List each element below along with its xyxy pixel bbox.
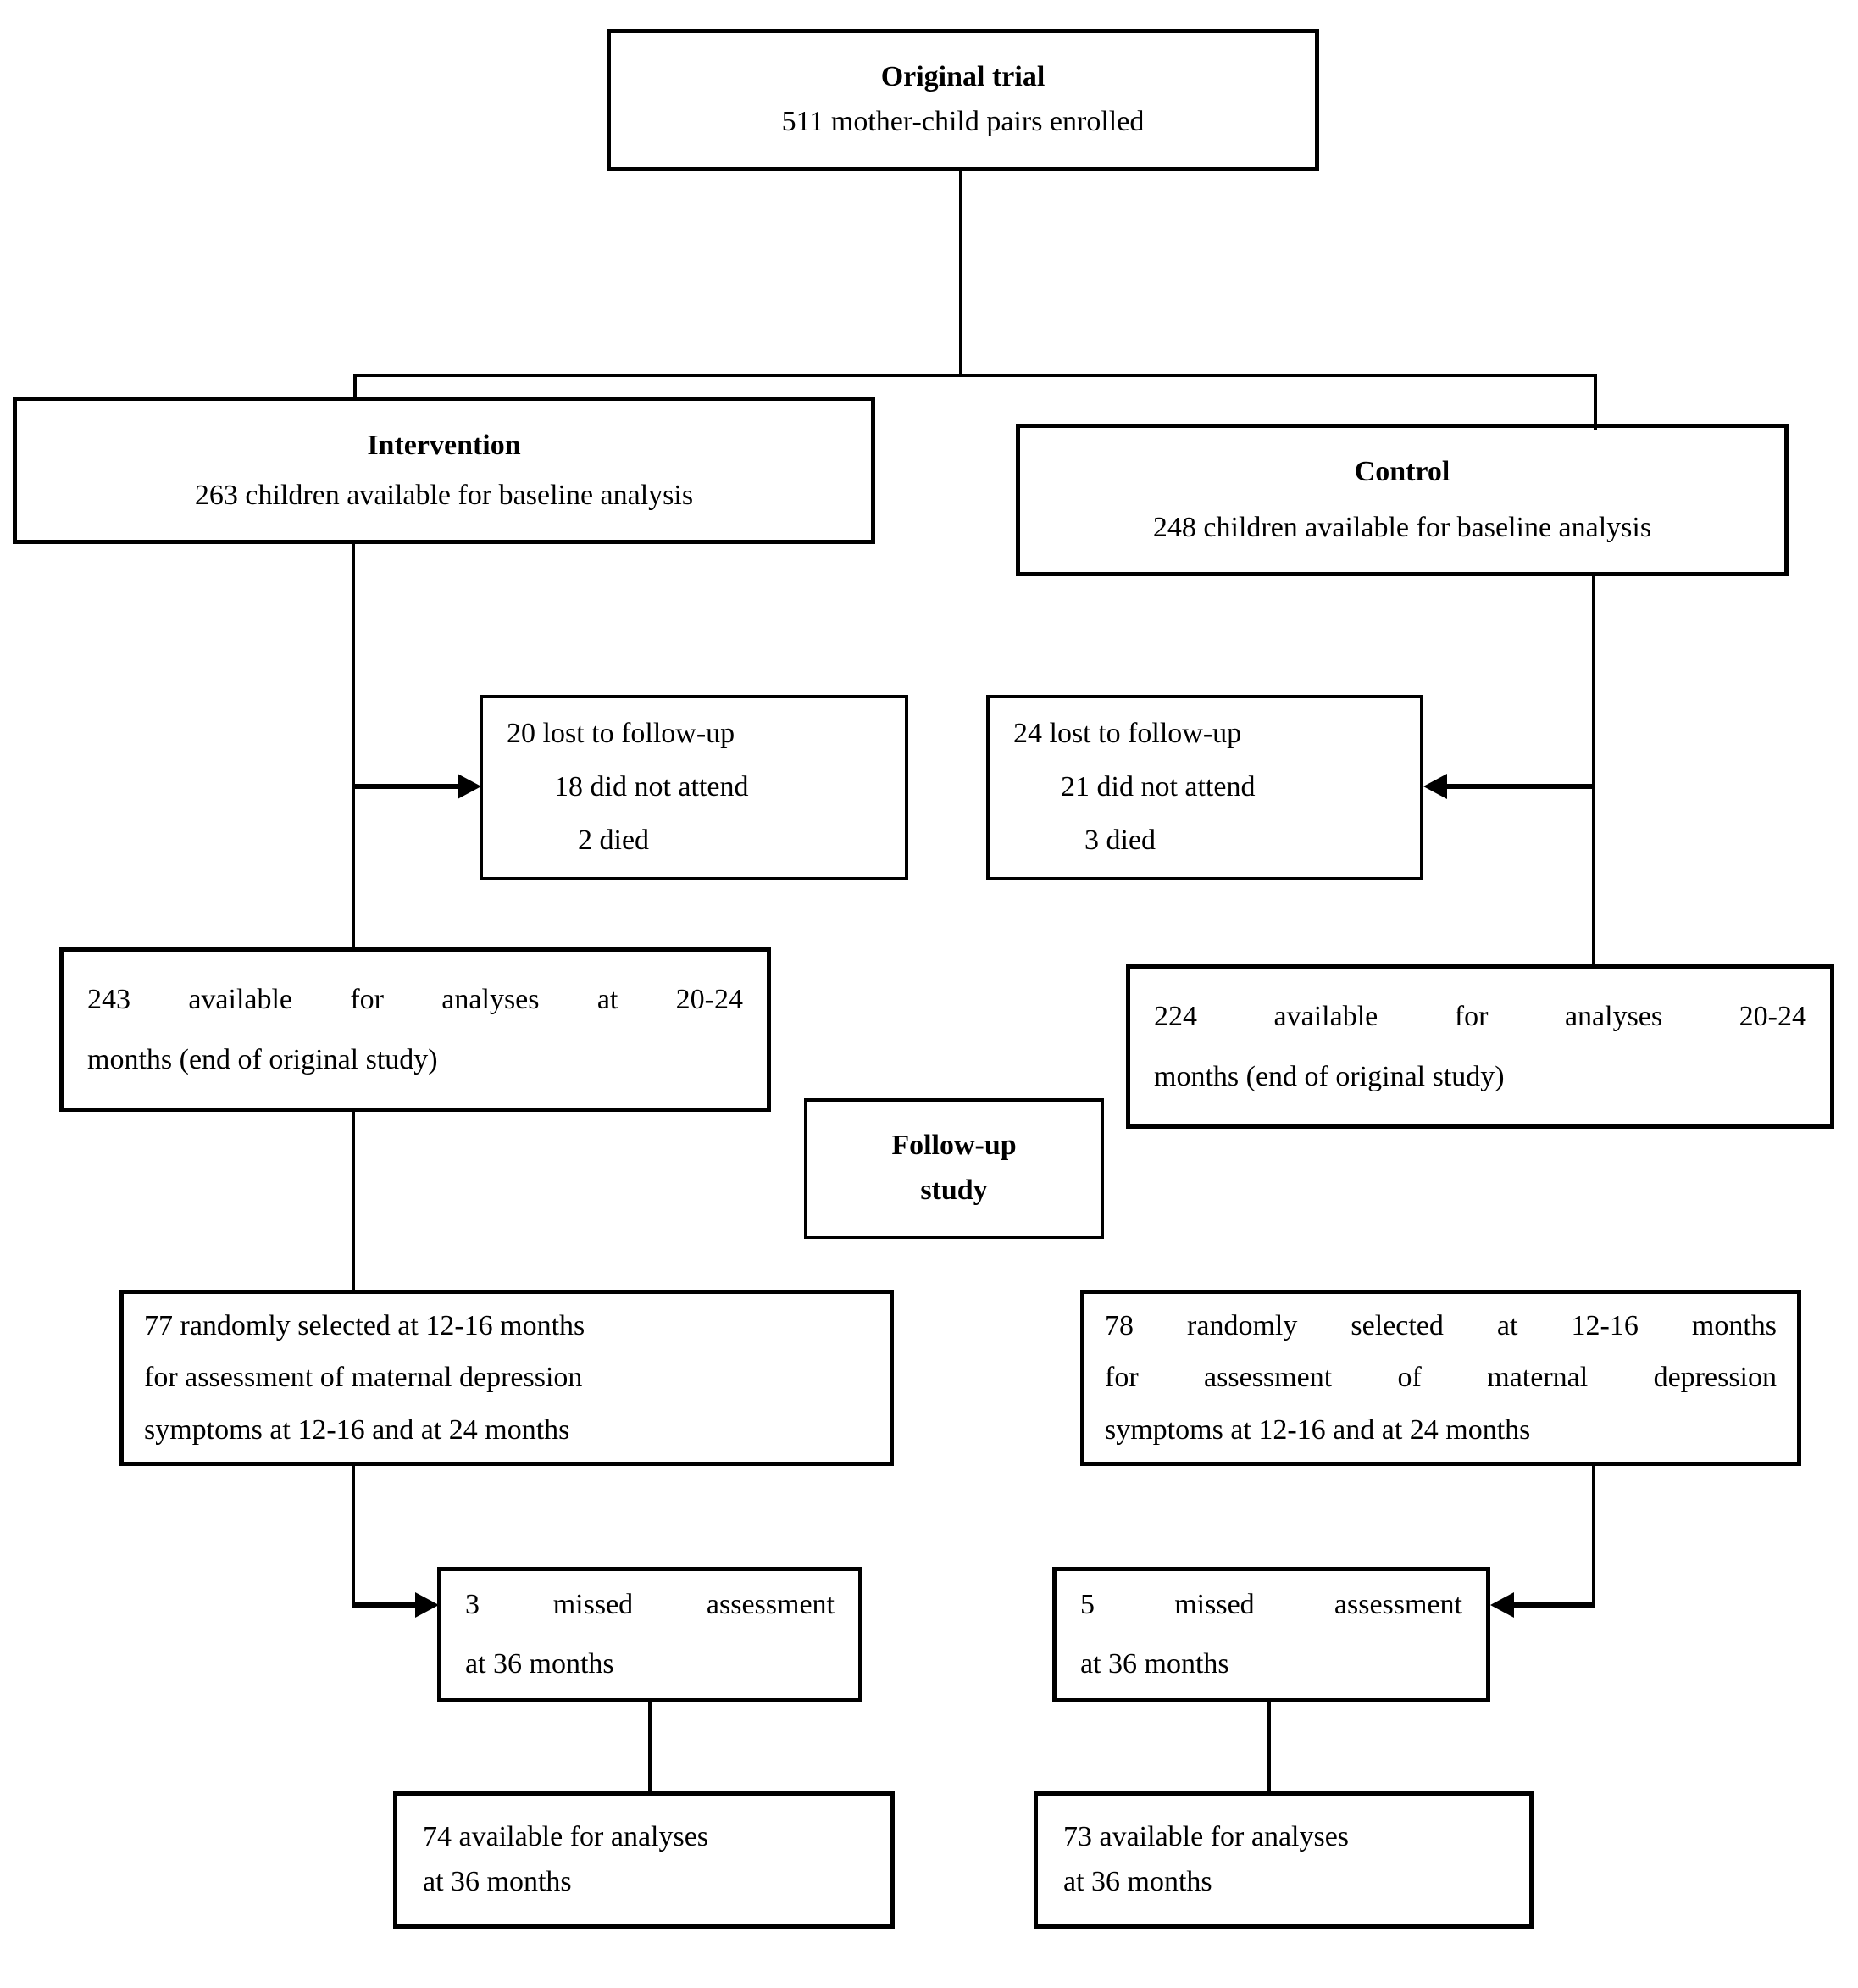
connector-intervention-to-selected [352,1112,355,1290]
final-line: at 36 months [1063,1866,1212,1897]
followup-label-line: Follow-up [891,1130,1017,1162]
final-line: at 36 months [423,1866,572,1897]
arrow-intervention-lost-shaft [353,784,459,789]
node-control-missed: 5 missed assessment at 36 months [1052,1567,1490,1702]
selected-line: symptoms at 12-16 and at 24 months [144,1413,570,1446]
selected-line: 77 randomly selected at 12-16 months [144,1310,585,1342]
node-intervention-missed: 3 missed assessment at 36 months [437,1567,862,1702]
lost-line: 2 died [578,824,650,856]
node-control-analyses-20-24: 224 available for analyses 20-24 months … [1126,964,1834,1129]
arrow-control-lost-shaft [1445,784,1594,789]
arrow-intervention-missed-head-icon [415,1592,439,1618]
connector-intervention-spine [352,544,355,947]
missed-line: at 36 months [465,1648,614,1680]
arrow-intervention-missed-shaft [353,1602,417,1608]
node-intervention-selected: 77 randomly selected at 12-16 months for… [119,1290,894,1466]
connector-top-vertical [959,171,962,375]
node-control-selected: 78 randomly selected at 12-16 months for… [1080,1290,1801,1466]
node-intervention-analyses-36: 74 available for analyses at 36 months [393,1791,895,1929]
connector-intervention-elbow-vertical [352,1466,355,1608]
node-intervention-baseline: Intervention 263 children available for … [13,397,875,544]
arrow-control-lost-head-icon [1423,774,1447,799]
node-intervention-analyses-20-24: 243 available for analyses at 20-24 mont… [59,947,771,1112]
node-control-lost: 24 lost to follow-up 21 did not attend 3… [986,695,1423,880]
connector-control-spine [1592,576,1595,964]
node-control-baseline: Control 248 children available for basel… [1016,424,1789,576]
connector-branch-drop-left [353,374,357,399]
node-control-analyses-36: 73 available for analyses at 36 months [1034,1791,1534,1929]
connector-control-to-final [1267,1702,1271,1791]
final-line: 74 available for analyses [423,1821,709,1853]
selected-line: for assessment of maternal depression [1105,1362,1777,1394]
node-intervention-lost: 20 lost to follow-up 18 did not attend 2… [480,695,908,880]
connector-branch-drop-right [1594,374,1597,430]
lost-line: 21 did not attend [1061,771,1256,803]
arrow-control-missed-head-icon [1490,1592,1514,1618]
missed-line: 5 missed assessment [1080,1589,1462,1621]
lost-line: 18 did not attend [554,771,749,803]
selected-line: 78 randomly selected at 12-16 months [1105,1310,1777,1342]
analyses-line: 243 available for analyses at 20-24 [87,983,743,1015]
selected-line: symptoms at 12-16 and at 24 months [1105,1413,1531,1446]
selected-line: for assessment of maternal depression [144,1362,583,1394]
connector-intervention-to-final [648,1702,652,1791]
node-followup-study-label: Follow-up study [804,1098,1104,1239]
arrow-intervention-lost-head-icon [458,774,481,799]
original-trial-title: Original trial [880,61,1045,93]
original-trial-subtitle: 511 mother-child pairs enrolled [781,106,1145,137]
analyses-line: months (end of original study) [87,1044,438,1075]
lost-line: 24 lost to follow-up [1013,718,1242,750]
lost-line: 3 died [1084,824,1156,856]
control-subtitle: 248 children available for baseline anal… [1152,512,1652,543]
missed-line: 3 missed assessment [465,1589,835,1621]
final-line: 73 available for analyses [1063,1821,1350,1853]
lost-line: 20 lost to follow-up [507,718,735,750]
intervention-title: Intervention [367,429,521,461]
missed-line: at 36 months [1080,1648,1229,1680]
analyses-line: 224 available for analyses 20-24 [1154,1000,1806,1032]
control-title: Control [1354,455,1450,487]
node-original-trial: Original trial 511 mother-child pairs en… [607,29,1319,171]
followup-label-line: study [920,1174,988,1206]
connector-branch-horizontal [353,374,1597,377]
arrow-control-missed-shaft [1512,1602,1594,1608]
connector-control-elbow-vertical [1592,1466,1595,1608]
analyses-line: months (end of original study) [1154,1061,1505,1092]
intervention-subtitle: 263 children available for baseline anal… [194,480,694,511]
